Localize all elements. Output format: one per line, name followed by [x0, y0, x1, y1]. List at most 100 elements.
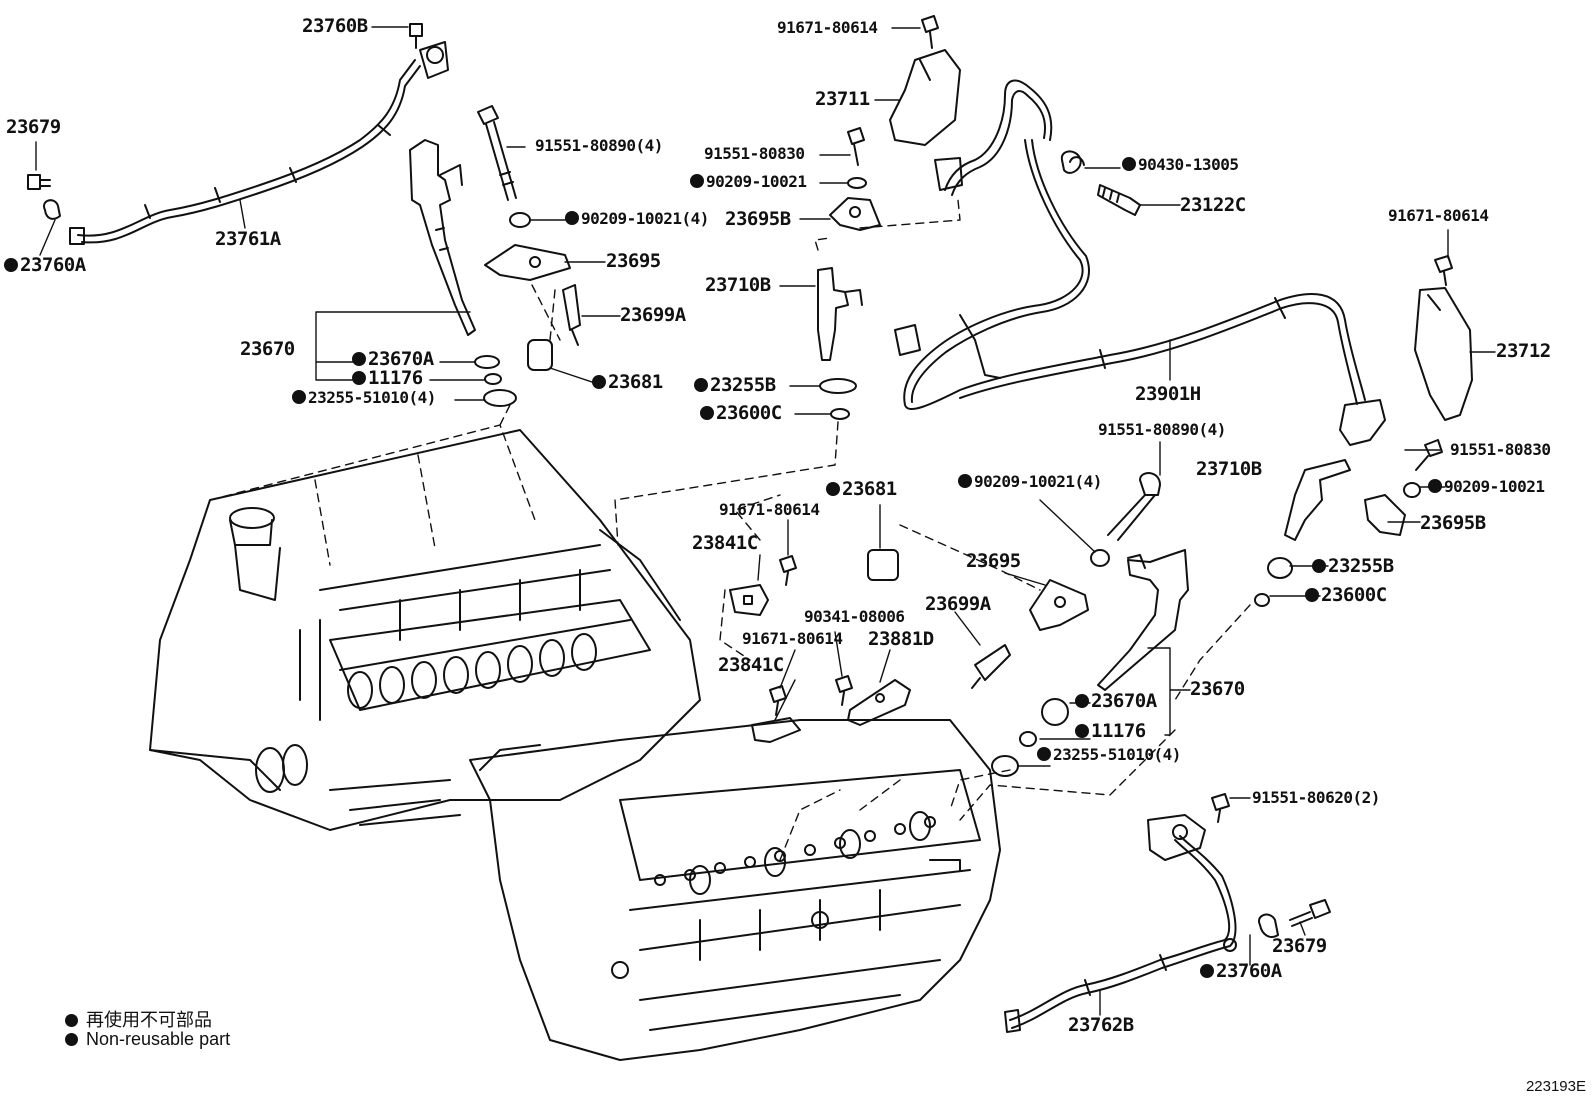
label-90430-13005: 90430-13005 — [1122, 157, 1239, 173]
label-91671-80614-right: 91671-80614 — [1388, 206, 1489, 225]
label-23841c-mid: 23841C — [692, 532, 758, 554]
fuel-pipe-23901h — [894, 79, 1386, 446]
label-23670a-right: 23670A — [1075, 692, 1157, 711]
label-91671-80614-low: 91671-80614 — [742, 629, 843, 648]
label-91551-80620-2: 91551-80620(2) — [1252, 788, 1380, 807]
label-23600c-right: 23600C — [1305, 586, 1387, 605]
bolt-91671-80614-mid — [779, 555, 797, 586]
label-11176-right: 11176 — [1075, 722, 1146, 741]
label-23255-51010-right: 23255-51010(4) — [1037, 747, 1181, 763]
label-23670a-left: 23670A — [352, 350, 434, 369]
diagram-code: 223193E — [1525, 1078, 1586, 1095]
washer-top — [847, 177, 867, 189]
gasket-90430-13005 — [1060, 150, 1085, 174]
label-23695b-top: 23695B — [725, 208, 791, 230]
gasket-11176-left — [484, 373, 502, 385]
clip-23760a-right — [1258, 913, 1279, 938]
clamp-23695-left — [484, 244, 571, 281]
label-11176-left: 11176 — [352, 369, 423, 388]
legend-bullet-jp — [65, 1014, 78, 1027]
label-23712: 23712 — [1496, 340, 1551, 362]
bolt-23122c — [1097, 184, 1141, 216]
label-91551-80890-4-right: 91551-80890(4) — [1098, 420, 1226, 439]
bolt-91551-80830-right — [1415, 439, 1443, 471]
fuel-tube-23762b — [1004, 814, 1237, 1033]
label-23122c: 23122C — [1180, 194, 1246, 216]
bolt-91551-80620 — [1211, 793, 1230, 823]
bolt-91671-80614-low — [769, 685, 787, 716]
legend-line-jp: 再使用不可部品 — [65, 1006, 212, 1032]
right-cylinder-head — [469, 719, 1001, 1061]
label-90209-10021-4-top: 90209-10021(4) — [565, 211, 709, 227]
label-23255-51010-left: 23255-51010(4) — [292, 390, 436, 406]
cover-23711 — [889, 49, 961, 146]
label-91551-80830-top: 91551-80830 — [704, 144, 805, 163]
bracket-23841c-mid — [729, 584, 769, 616]
label-23841c-low: 23841C — [718, 654, 784, 676]
legend-text-jp: 再使用不可部品 — [86, 1010, 212, 1030]
label-23699a-top: 23699A — [620, 304, 686, 326]
clamp-23695-mid — [1029, 579, 1089, 631]
injector-23710b-top — [817, 267, 863, 361]
bracket-23841c-low — [751, 717, 801, 743]
ring-23600c-right — [1254, 593, 1270, 607]
label-91671-80614-mid: 91671-80614 — [719, 500, 820, 519]
clip-23760a-left — [43, 199, 61, 220]
injector-left — [409, 139, 476, 336]
sleeve-23681-mid — [867, 549, 899, 581]
label-23901h: 23901H — [1135, 383, 1201, 405]
label-91551-80890-4-top: 91551-80890(4) — [535, 136, 663, 155]
label-90209-10021-4-right: 90209-10021(4) — [958, 474, 1102, 490]
clip-23679-left — [27, 174, 51, 190]
label-23760a-left: 23760A — [4, 256, 86, 275]
bolt-23679-right — [1289, 899, 1331, 927]
washer-right-small — [1403, 482, 1421, 498]
gasket-11176-right — [1019, 731, 1037, 747]
label-23670-right: 23670 — [1190, 678, 1245, 700]
clamp-23695b-top — [829, 197, 881, 231]
label-91551-80830-right: 91551-80830 — [1450, 440, 1551, 459]
label-23699a-mid: 23699A — [925, 593, 991, 615]
label-23761a: 23761A — [215, 228, 281, 250]
label-23881d: 23881D — [868, 628, 934, 650]
label-23679-left: 23679 — [6, 116, 61, 138]
label-23255b-right: 23255B — [1312, 557, 1394, 576]
cover-23712 — [1414, 287, 1473, 421]
label-23710b-top: 23710B — [705, 274, 771, 296]
sensor-23699a-mid — [971, 644, 1011, 689]
ring-23600c-top — [830, 408, 850, 420]
bolt-91671-80614-top — [921, 15, 939, 49]
label-23760a-right: 23760A — [1200, 962, 1282, 981]
bolt-91671-80614-right — [1434, 255, 1453, 286]
washer-left — [509, 212, 531, 228]
label-90341-08006: 90341-08006 — [804, 607, 905, 626]
label-23695-mid: 23695 — [966, 550, 1021, 572]
bracket-23881d — [847, 679, 911, 726]
label-23600c-top: 23600C — [700, 404, 782, 423]
label-23711: 23711 — [815, 88, 870, 110]
label-23695b-right: 23695B — [1420, 512, 1486, 534]
bolt-91551-80890-right — [1107, 472, 1161, 541]
legend-text-en: Non-reusable part — [86, 1029, 231, 1049]
leader-lines — [35, 26, 1496, 1016]
label-91671-80614-top: 91671-80614 — [777, 18, 878, 37]
label-23681-top: 23681 — [592, 373, 663, 392]
bolt-91551-80830-top — [847, 127, 865, 166]
sensor-23699a-left — [562, 284, 581, 346]
legend-bullet-en — [65, 1033, 78, 1046]
bolt-91551-80890-left — [477, 105, 517, 201]
label-23679-right: 23679 — [1272, 935, 1327, 957]
seal-23255b-right — [1267, 557, 1293, 579]
left-cylinder-head — [149, 429, 701, 831]
label-23762b: 23762B — [1068, 1014, 1134, 1036]
seal-23255b-top — [819, 378, 857, 394]
clamp-23695b-right — [1364, 494, 1406, 536]
label-23255b-top: 23255B — [694, 376, 776, 395]
fuel-tube-23761a — [69, 23, 449, 245]
legend-line-en: Non-reusable part — [65, 1029, 230, 1050]
bolt-90341-08006 — [835, 675, 853, 706]
label-90209-10021-top: 90209-10021 — [690, 174, 807, 190]
label-23670-left: 23670 — [240, 338, 295, 360]
label-23681-mid: 23681 — [826, 480, 897, 499]
